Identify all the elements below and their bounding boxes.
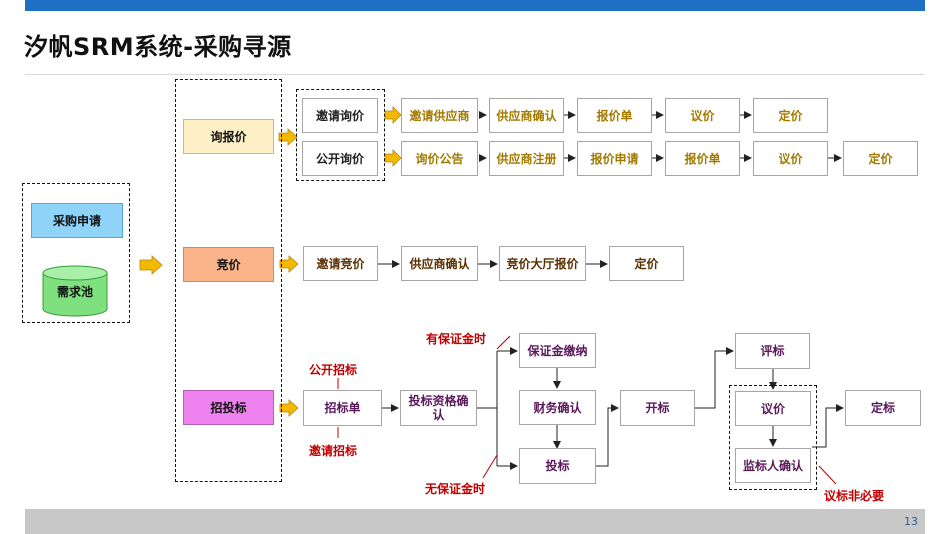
- invite-step-2[interactable]: 供应商确认: [489, 98, 564, 133]
- invite-step-4[interactable]: 议价: [665, 98, 740, 133]
- invite-step-3[interactable]: 报价单: [577, 98, 652, 133]
- with-deposit-note: 有保证金时: [426, 332, 487, 346]
- yellow-arrows: [139, 106, 402, 417]
- deposit-pay-box[interactable]: 保证金缴纳: [519, 333, 596, 368]
- bidding-step-1[interactable]: 邀请竞价: [303, 246, 378, 281]
- finance-confirm-box[interactable]: 财务确认: [519, 390, 596, 425]
- method-tender[interactable]: 招投标: [183, 390, 274, 425]
- open-step-6[interactable]: 定价: [843, 141, 918, 176]
- purchase-request-box[interactable]: 采购申请: [31, 203, 123, 238]
- arrow-open-inquiry: [384, 149, 402, 167]
- supervisor-confirm-box[interactable]: 监标人确认: [735, 448, 811, 483]
- open-step-4[interactable]: 报价单: [665, 141, 740, 176]
- negotiation-optional-note: 议标非必要: [824, 489, 885, 503]
- open-bid-box[interactable]: 开标: [620, 390, 695, 426]
- footer-bar: 13: [25, 509, 925, 534]
- inquiry-type-group: [296, 89, 385, 181]
- database-icon: [42, 265, 108, 317]
- open-step-5[interactable]: 议价: [753, 141, 828, 176]
- bidding-step-3[interactable]: 竞价大厅报价: [499, 246, 586, 281]
- invite-tender-note: 邀请招标: [309, 444, 358, 458]
- negotiate-box[interactable]: 议价: [735, 391, 811, 426]
- page-number: 13: [904, 515, 918, 528]
- qualification-box[interactable]: 投标资格确认: [400, 390, 477, 426]
- page-title: 汐帆SRM系统-采购寻源: [24, 33, 292, 61]
- method-inquiry[interactable]: 询报价: [183, 119, 274, 154]
- demand-pool-label: 需求池: [56, 285, 93, 299]
- sourcing-methods-group: [175, 79, 282, 482]
- arrow-left-to-methods: [139, 255, 163, 275]
- pricing-box[interactable]: 定标: [845, 390, 921, 426]
- open-step-3[interactable]: 报价申请: [577, 141, 652, 176]
- submit-bid-box[interactable]: 投标: [519, 448, 596, 484]
- open-inquiry-box[interactable]: 公开询价: [302, 141, 378, 176]
- top-accent-bar: [25, 0, 925, 11]
- invite-inquiry-box[interactable]: 邀请询价: [302, 98, 378, 133]
- arrow-invite-inquiry: [384, 106, 402, 124]
- title-divider: [25, 74, 925, 75]
- bidding-step-4[interactable]: 定价: [609, 246, 684, 281]
- negotiation-group: [729, 385, 817, 490]
- tender-doc-box[interactable]: 招标单: [303, 390, 382, 426]
- method-bidding[interactable]: 竞价: [183, 247, 274, 282]
- arrow-to-bidding: [279, 255, 299, 273]
- arrow-to-inquiry: [278, 128, 298, 146]
- open-step-1[interactable]: 询价公告: [401, 141, 478, 176]
- demand-pool[interactable]: 需求池: [42, 265, 108, 317]
- bidding-step-2[interactable]: 供应商确认: [401, 246, 478, 281]
- invite-step-1[interactable]: 邀请供应商: [401, 98, 478, 133]
- public-tender-note: 公开招标: [309, 363, 358, 377]
- requirement-source-group: [22, 183, 130, 323]
- arrow-to-tender: [279, 399, 299, 417]
- invite-step-5[interactable]: 定价: [753, 98, 828, 133]
- open-step-2[interactable]: 供应商注册: [489, 141, 564, 176]
- evaluate-box[interactable]: 评标: [735, 333, 810, 369]
- without-deposit-note: 无保证金时: [425, 482, 486, 496]
